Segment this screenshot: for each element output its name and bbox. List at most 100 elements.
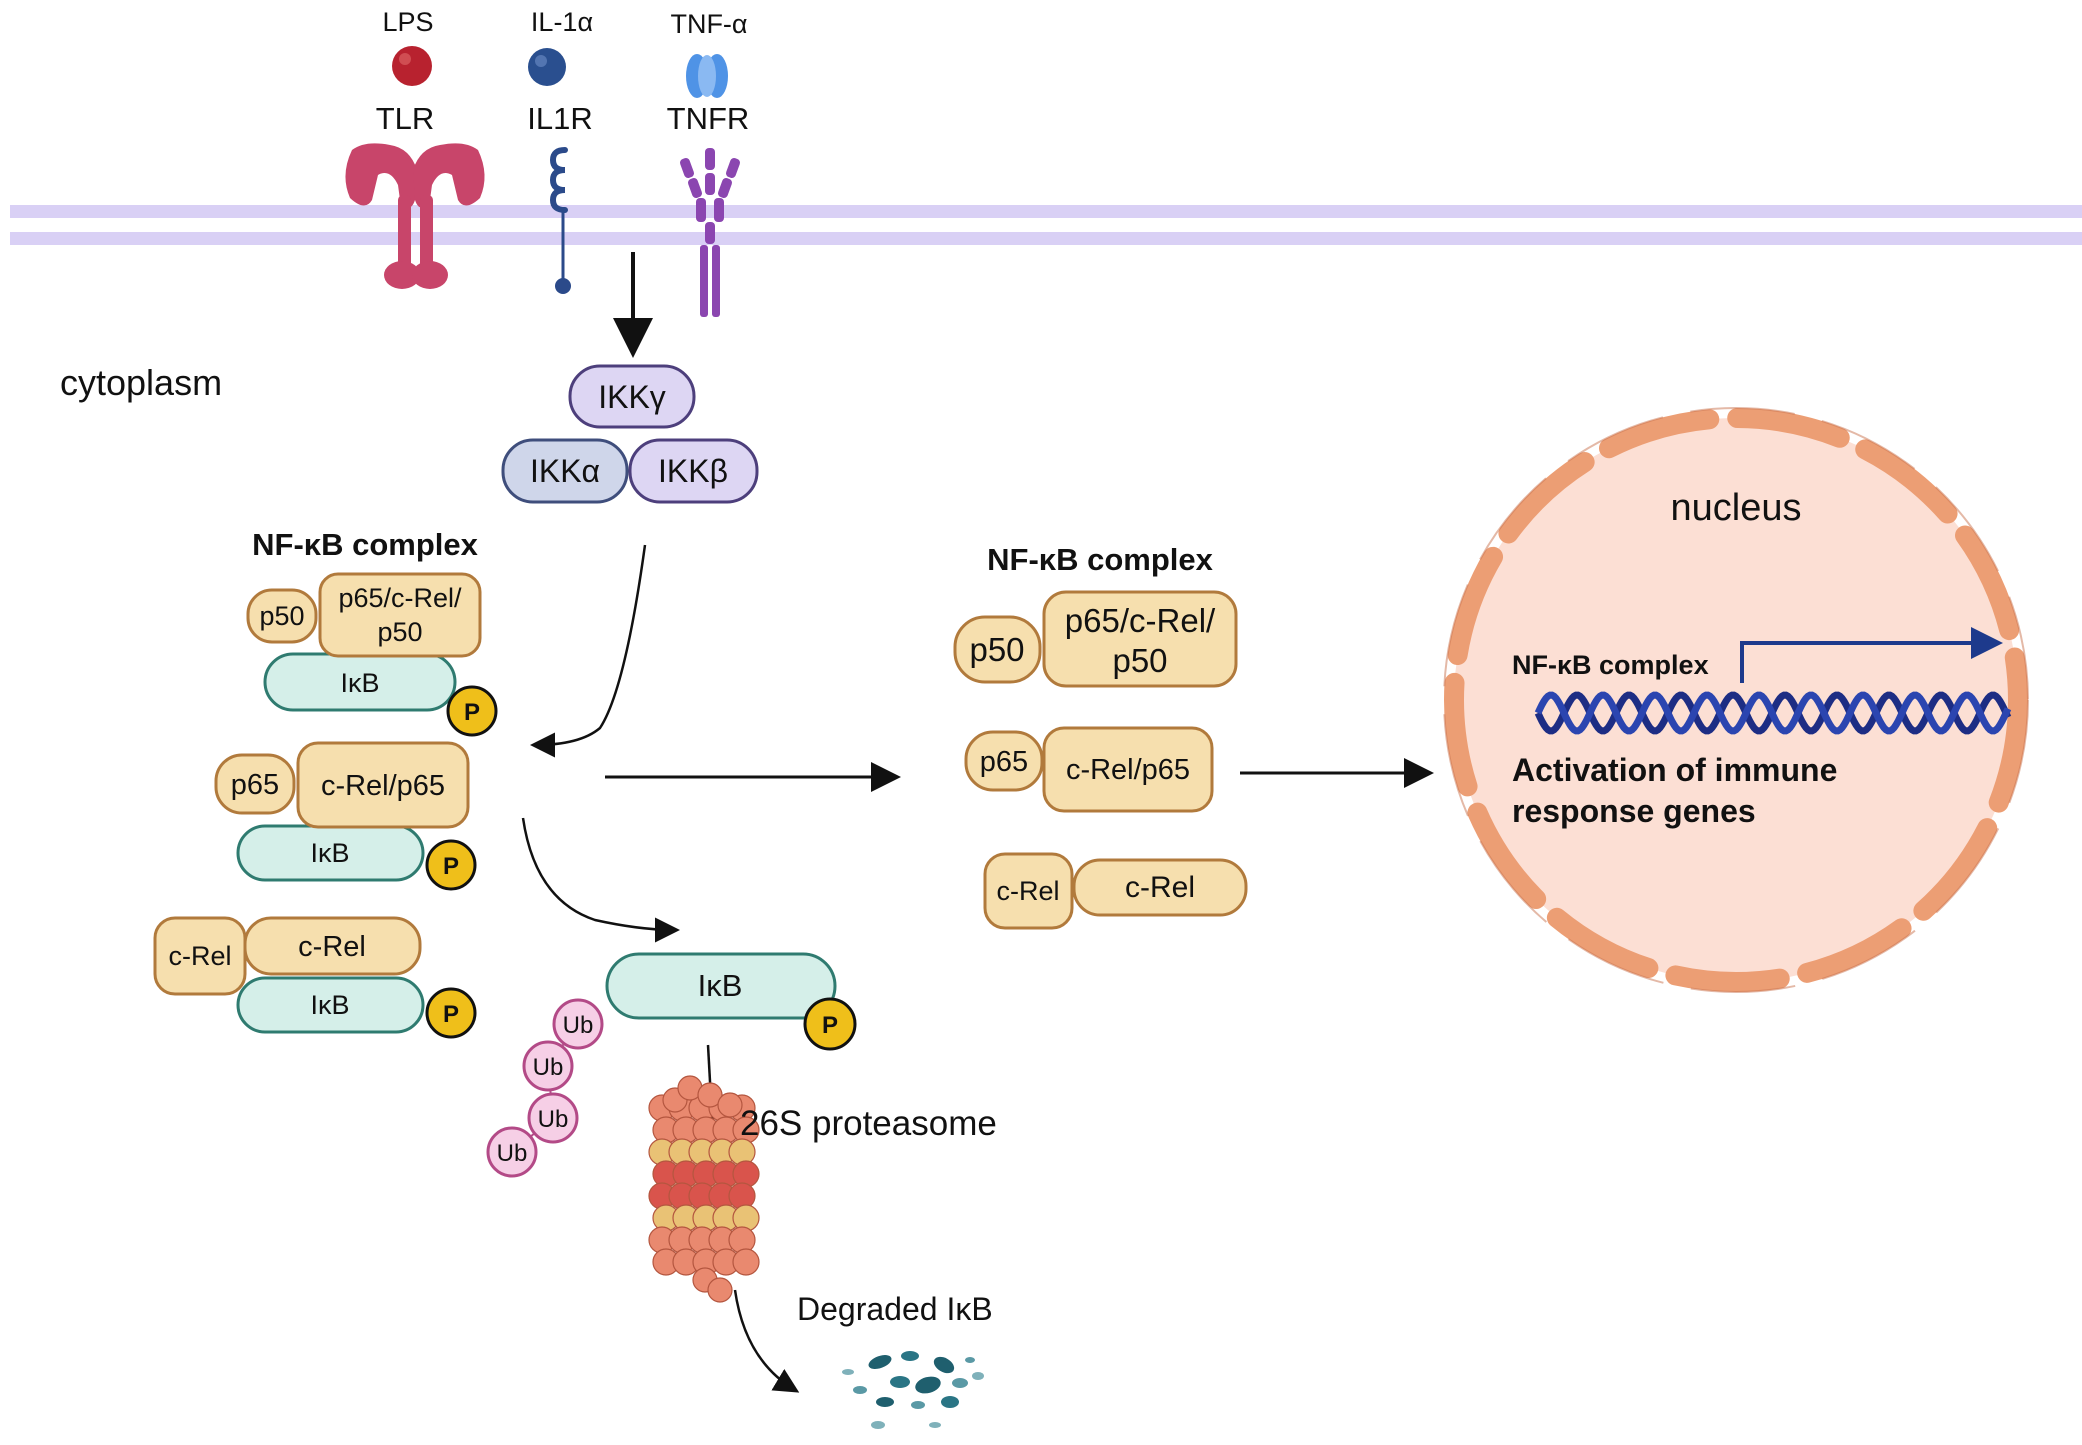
left-p65-2: p65 [214,753,296,815]
svg-text:p65: p65 [980,746,1028,778]
ub-icon-2: Ub [522,1040,574,1092]
nuclear-envelope [1444,408,2028,992]
proteasome-cap-subunit [697,1082,723,1108]
proteasome-subunit [732,1248,760,1276]
left-complex-title: NF-κB complex [252,527,478,562]
ubiquitin-chain: Ub Ub Ub Ub [486,998,604,1178]
svg-text:IκB: IκB [340,668,379,698]
transcription-arrow [1740,627,2003,683]
left-complex-row-1: IκB p50 p65/c-Rel/ p50 P [246,572,498,737]
free-ikb: IκB P [605,952,857,1051]
svg-text:p50: p50 [1112,642,1167,679]
dna-helix-icon [1534,691,2012,735]
svg-text:p50: p50 [969,631,1024,668]
svg-text:IκB: IκB [698,968,743,1003]
svg-text:IKKα: IKKα [530,453,600,489]
left-ikb-3: IκB [236,976,425,1034]
ikk-beta: IKKβ [628,438,759,504]
tnfr-label: TNFR [667,101,750,136]
activation-line-1: Activation of immune [1512,752,1837,788]
middle-complex-row-2: p65 c-Rel/p65 [964,726,1214,813]
dna-strand [1534,691,2012,735]
proteasome-cap-subunit [717,1092,743,1118]
phospho-icon-2: P [425,839,477,891]
svg-text:Ub: Ub [563,1012,594,1039]
svg-text:p65: p65 [231,769,279,801]
il1r-label: IL1R [527,101,592,136]
lps-icon [392,46,432,86]
middle-p65crel-1: p65/c-Rel/ p50 [1042,590,1238,688]
tnfa-label: TNF-α [670,9,747,39]
ikk-complex: IKKγ IKKα IKKβ [501,364,759,504]
ligand-lps: LPS [382,7,434,86]
middle-crelp65-2: c-Rel/p65 [1042,726,1214,813]
ub-icon-1: Ub [552,998,604,1050]
il1a-icon [528,48,566,86]
svg-text:c-Rel: c-Rel [1125,871,1195,904]
tnfa-icon [686,54,728,98]
left-p50-1: p50 [246,588,318,644]
proteasome-cap-subunit [707,1277,733,1303]
svg-text:c-Rel/p65: c-Rel/p65 [321,770,445,802]
arrow-to-degraded [733,1289,800,1393]
left-complex-row-2: IκB p65 c-Rel/p65 P [214,741,477,891]
svg-text:Ub: Ub [533,1054,564,1081]
ub-icon-3: Ub [527,1092,579,1144]
middle-crel-large-3: c-Rel [1072,858,1248,917]
svg-text:p65/c-Rel/: p65/c-Rel/ [1065,602,1216,639]
left-ikb-2: IκB [236,824,425,882]
lps-label: LPS [382,7,433,37]
degraded-label: Degraded IκB [797,1291,993,1327]
phospho-icon-free: P [803,997,857,1051]
svg-text:c-Rel: c-Rel [168,941,231,971]
ub-icon-4: Ub [486,1126,538,1178]
middle-complex-title: NF-κB complex [987,542,1213,577]
middle-p50-1: p50 [953,615,1042,684]
tlr-label: TLR [376,101,435,136]
arrow-to-free-ikb [521,817,680,943]
ikk-alpha: IKKα [501,438,629,504]
svg-text:p50: p50 [259,601,304,631]
svg-text:IKKβ: IKKβ [658,453,728,489]
nucleus-complex-label: NF-κB complex [1512,650,1709,680]
tnfr-receptor-icon [680,148,740,317]
svg-text:p50: p50 [377,617,422,647]
left-crel-large-3: c-Rel [243,916,422,976]
left-ikb-1: IκB [263,652,457,712]
svg-text:c-Rel/p65: c-Rel/p65 [1066,754,1190,786]
svg-text:P: P [464,699,480,726]
nucleus-label: nucleus [1671,487,1802,529]
svg-text:P: P [443,853,459,880]
cytoplasm-label: cytoplasm [60,362,222,403]
svg-text:Ub: Ub [497,1140,528,1167]
ligand-il1a: IL-1α [528,7,593,86]
left-crel-small-3: c-Rel [153,916,247,996]
middle-p65-2: p65 [964,730,1044,792]
degraded-fragments-icon [842,1351,984,1429]
svg-text:P: P [822,1012,838,1039]
middle-crel-small-3: c-Rel [983,852,1074,930]
svg-text:IKKγ: IKKγ [598,379,666,415]
ikk-gamma: IKKγ [568,364,696,429]
phospho-icon-3: P [425,987,477,1039]
svg-text:c-Rel: c-Rel [996,876,1059,906]
cell-membrane [10,205,2082,245]
left-p65crel-1: p65/c-Rel/ p50 [318,572,482,658]
middle-complex-row-1: p50 p65/c-Rel/ p50 [953,590,1238,688]
il1r-receptor-icon [549,147,571,294]
svg-text:Ub: Ub [538,1106,569,1133]
proteasome-icon [648,1075,760,1303]
svg-text:P: P [443,1001,459,1028]
svg-text:IκB: IκB [310,838,349,868]
left-crelp65-2: c-Rel/p65 [296,741,470,829]
left-complex-row-3: IκB c-Rel c-Rel P [153,916,477,1039]
proteasome-label: 26S proteasome [740,1104,997,1143]
middle-complex-row-3: c-Rel c-Rel [983,852,1248,930]
il1a-label: IL-1α [531,7,593,37]
svg-text:p65/c-Rel/: p65/c-Rel/ [338,583,462,613]
ligand-tnfa: TNF-α [670,9,748,98]
tlr-receptor-icon [345,143,485,289]
svg-text:c-Rel: c-Rel [298,931,366,963]
